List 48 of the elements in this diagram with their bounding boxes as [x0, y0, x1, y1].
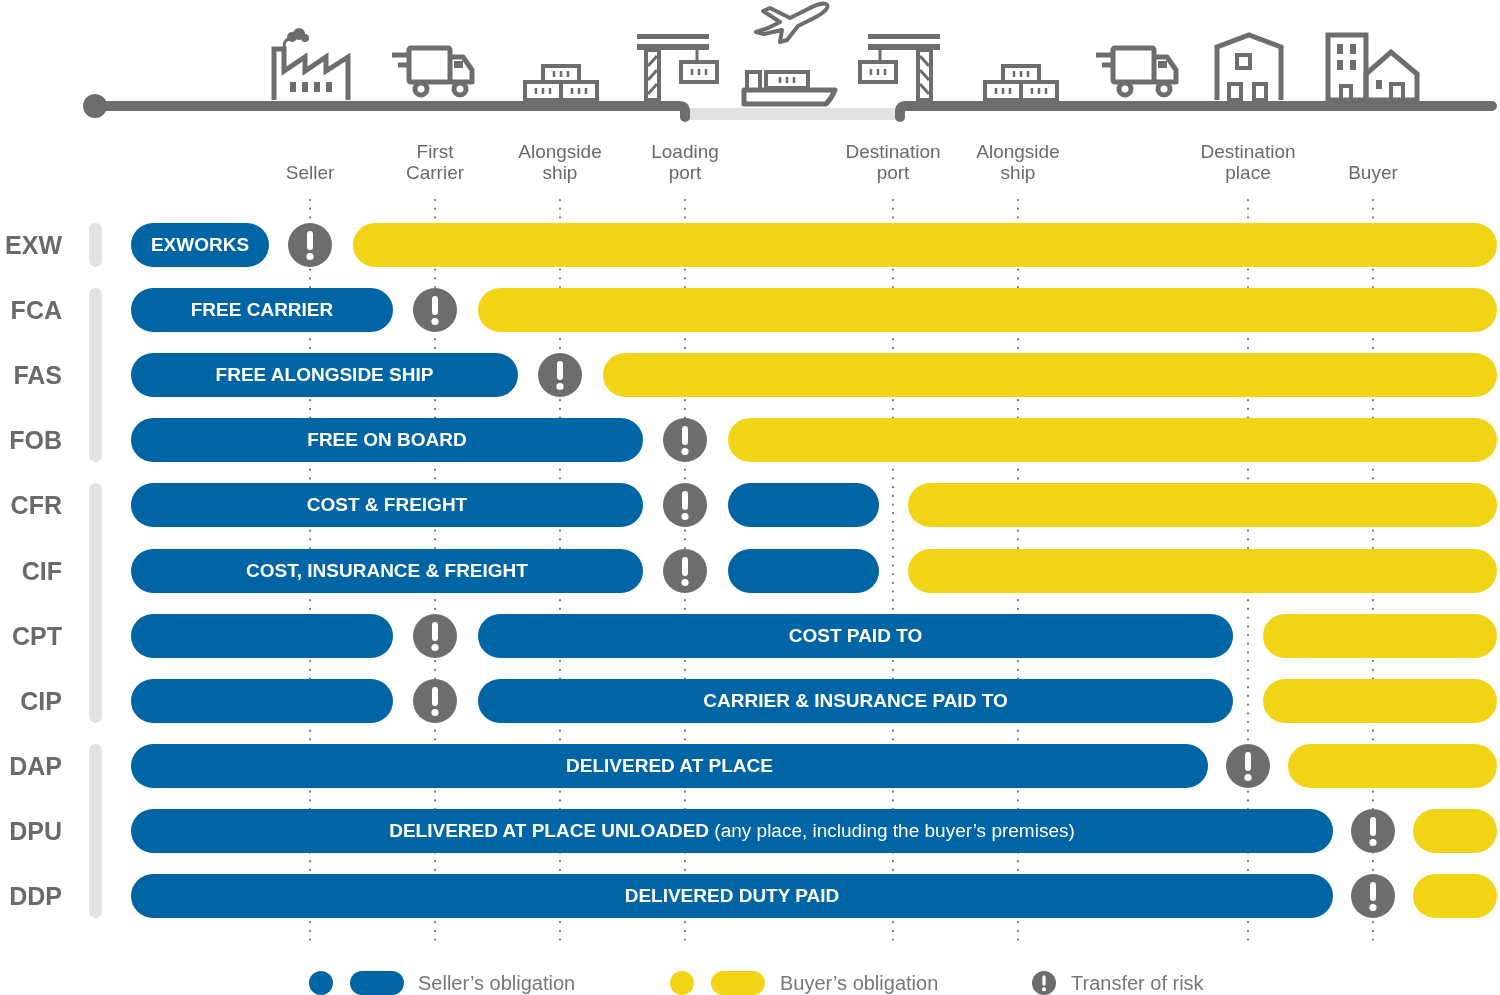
obligation-bar	[1413, 874, 1497, 918]
obligation-bar	[478, 288, 1497, 332]
obligation-bar	[728, 483, 879, 527]
row-code: CIP	[20, 686, 62, 716]
obligation-bar: COST, INSURANCE & FREIGHT	[131, 549, 643, 593]
row-code: CIF	[21, 556, 62, 586]
column-label: Buyer	[1348, 162, 1398, 183]
obligation-bar: COST PAID TO	[478, 614, 1233, 658]
row-code: FCA	[10, 295, 62, 325]
column-label: Alongside ship	[976, 141, 1060, 183]
row-code: FOB	[9, 425, 62, 455]
column-label: First Carrier	[405, 141, 465, 183]
obligation-bar	[1413, 809, 1497, 853]
obligation-bar	[353, 223, 1497, 267]
obligation-bar	[1288, 744, 1497, 788]
obligation-bar: CARRIER & INSURANCE PAID TO	[478, 679, 1233, 723]
obligation-bar	[1263, 679, 1497, 723]
column-label: Alongside ship	[518, 141, 602, 183]
legend-label: Buyer’s obligation	[780, 971, 939, 995]
obligation-bar: COST & FREIGHT	[131, 483, 643, 527]
obligation-bar: DELIVERED AT PLACE UNLOADED (any place, including the buyer’s premises)	[131, 809, 1333, 853]
obligation-bar	[728, 549, 879, 593]
row-code: CPT	[12, 621, 62, 651]
column-label: Destination place	[1200, 141, 1296, 183]
column-label: Seller	[285, 162, 335, 183]
obligation-bar	[131, 614, 393, 658]
obligation-bar	[1263, 614, 1497, 658]
obligation-bar	[908, 483, 1497, 527]
column-label: Destination port	[845, 141, 941, 183]
obligation-bar: DELIVERED AT PLACE	[131, 744, 1208, 788]
obligation-bar: FREE ON BOARD	[131, 418, 643, 462]
row-code: DAP	[9, 751, 62, 781]
legend-label: Seller’s obligation	[418, 971, 576, 995]
obligation-bar	[728, 418, 1497, 462]
legend-label: Transfer of risk	[1071, 971, 1204, 995]
obligation-bar: EXWORKS	[131, 223, 269, 267]
obligation-bar: FREE ALONGSIDE SHIP	[131, 353, 518, 397]
column-label: Loading port	[651, 141, 719, 183]
row-code: FAS	[13, 360, 62, 390]
row-code: EXW	[5, 230, 62, 260]
obligation-bar: DELIVERED DUTY PAID	[131, 874, 1333, 918]
obligation-bar	[603, 353, 1497, 397]
row-code: CFR	[10, 490, 62, 520]
obligation-bar	[131, 679, 393, 723]
obligation-bar	[908, 549, 1497, 593]
obligation-bar: FREE CARRIER	[131, 288, 393, 332]
row-code: DPU	[9, 816, 62, 846]
row-code: DDP	[9, 881, 62, 911]
